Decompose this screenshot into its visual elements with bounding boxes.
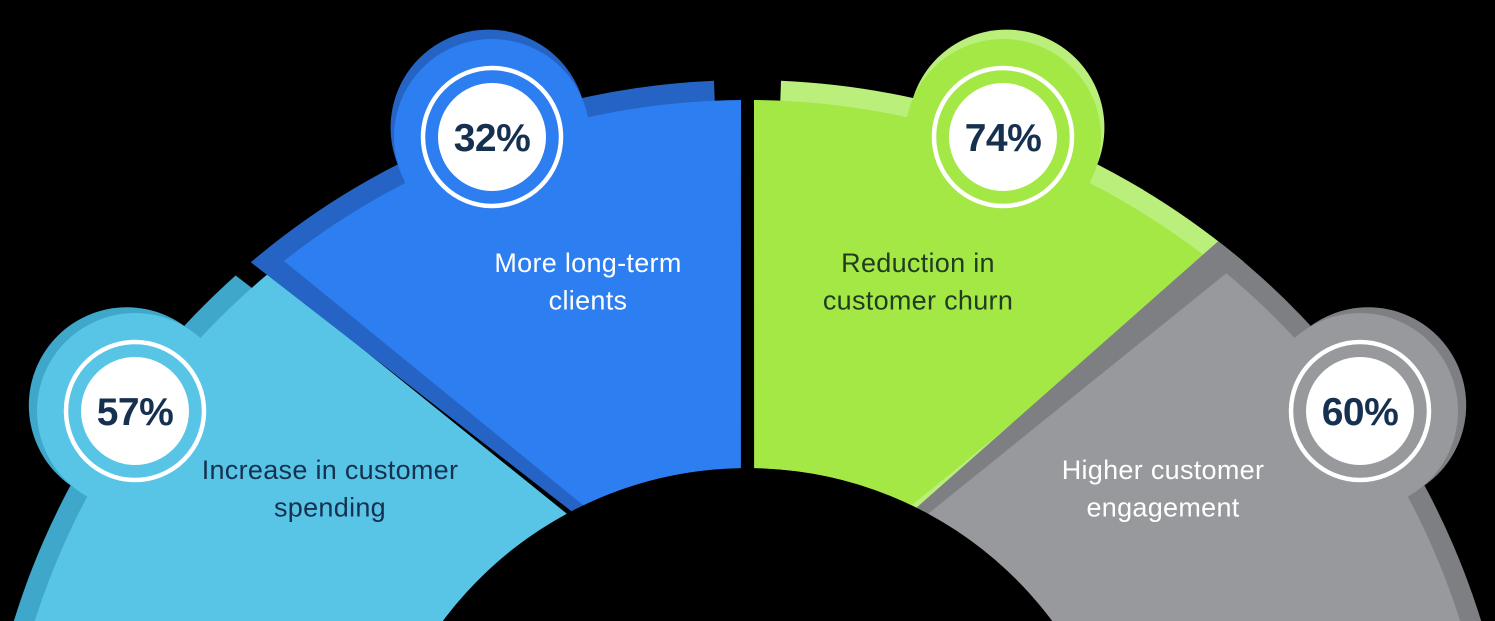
segment-label: engagement — [1086, 493, 1239, 523]
segment-higher-customer-engagement: 60% Higher customer engagement — [916, 241, 1482, 621]
segment-label: More long-term — [494, 248, 681, 278]
badge-disc — [1306, 357, 1414, 465]
badge-value: 60% — [1322, 391, 1399, 434]
segment-label: customer churn — [823, 286, 1013, 316]
segment-label: clients — [549, 286, 628, 316]
segment-label: Increase in customer — [202, 455, 459, 485]
badge-value: 74% — [965, 117, 1042, 160]
segment-label: Reduction in — [841, 248, 995, 278]
badge-ring — [1288, 339, 1432, 483]
segment-label: spending — [274, 493, 386, 523]
wedge — [283, 100, 741, 506]
segment-increase-customer-spending: 57% Increase in customer spending — [13, 273, 567, 621]
segment-more-long-term-clients: 32% More long-term clients — [250, 29, 741, 512]
badge-ring — [63, 339, 207, 483]
badge-ring — [931, 65, 1075, 209]
segment-label: Higher customer — [1062, 455, 1265, 485]
badge-disc — [949, 83, 1057, 191]
wedge — [34, 273, 567, 621]
badge-ring — [420, 65, 564, 209]
badge-disc — [438, 83, 546, 191]
wedge — [928, 273, 1461, 621]
badge-disc — [81, 357, 189, 465]
badge-value: 32% — [454, 117, 531, 160]
segment-reduction-customer-churn: 74% Reduction in customer churn — [754, 29, 1245, 512]
wedge — [754, 100, 1212, 506]
badge-value: 57% — [97, 391, 174, 434]
